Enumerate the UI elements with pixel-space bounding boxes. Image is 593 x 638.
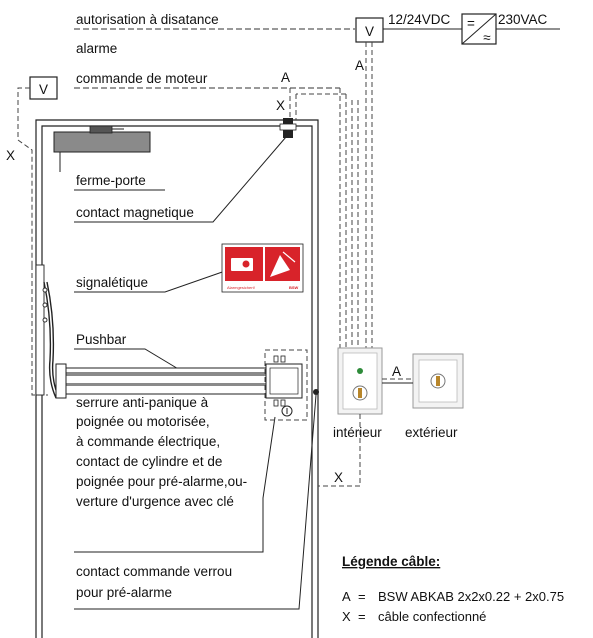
legend-eq-a: = [358,589,366,604]
lock-dashed-box [264,349,308,421]
door-closer [53,125,151,153]
label-signage: signalétique [76,275,148,290]
cable-a-vertical [289,42,373,348]
legend-key-x: X [342,609,351,624]
legend-title: Légende câble: [342,554,440,569]
left-edge-assembly [35,264,60,399]
lock-line-5: poignée pour pré-alarme,ou- [76,474,247,489]
cable-marker-a-top: A [281,70,290,85]
label-inside-switch: intérieur [333,425,382,440]
converter-ac-symbol: ≈ [483,30,491,45]
leader-lines [59,136,317,610]
lock-line-3: à commande électrique, [76,434,220,449]
pushbar-bar [55,363,303,399]
legend-key-a: A [342,589,351,604]
converter-box: = ≈ [461,13,497,45]
lock-cylinder-icon [281,389,319,417]
inside-switch [337,347,383,415]
label-lock-block: serrure anti-panique à poignée ou motori… [76,395,247,509]
bolt-contact-line-1: contact commande verrou [76,564,232,579]
cable-marker-x-bottom: X [334,470,343,485]
top-dashed-lines [74,28,355,89]
signage-brand: BSW [289,285,299,290]
relay-v-top: V [355,17,384,43]
label-alarm: alarme [76,41,117,56]
cable-marker-a-right: A [355,58,364,73]
cable-marker-a-switch: A [392,364,401,379]
label-motor-control: commande de moteur [76,71,208,86]
legend-eq-x: = [358,609,366,624]
outside-switch [412,353,464,409]
legend-value-x: câble confectionné [378,609,486,624]
label-remote-auth: autorisation à disatance [76,12,219,27]
label-pushbar: Pushbar [76,332,127,347]
label-outside-switch: extérieur [405,425,458,440]
label-bolt-contact-block: contact commande verrou pour pré-alarme [76,564,232,600]
cable-marker-x-left: X [6,148,15,163]
signage-plate: Alarmgesichert! BSW [221,243,304,293]
label-door-closer: ferme-porte [76,173,146,188]
lock-line-1: serrure anti-panique à [76,395,209,410]
magnetic-contact [279,118,297,138]
lock-line-6: verture d'urgence avec clé [76,494,234,509]
converter-dc-symbol: = [467,16,475,31]
relay-v-left-label: V [39,82,48,97]
label-magnetic-contact: contact magnetique [76,205,194,220]
label-voltage-high: 230VAC [498,12,548,27]
lock-line-2: poignée ou motorisée, [76,414,210,429]
lock-connector-icons [273,355,286,407]
bolt-contact-line-2: pour pré-alarme [76,585,172,600]
relay-v-left: V [29,76,58,100]
cable-legend: Légende câble: A = BSW ABKAB 2x2x0.22 + … [342,554,564,624]
signage-alarm-text: Alarmgesichert! [227,285,255,290]
legend-value-a: BSW ABKAB 2x2x0.22 + 2x0.75 [378,589,564,604]
cable-marker-x-top: X [276,98,285,113]
label-voltage-low: 12/24VDC [388,12,451,27]
relay-v-top-label: V [365,24,374,39]
lock-line-4: contact de cylindre et de [76,454,222,469]
cable-x-bottom [318,414,361,487]
